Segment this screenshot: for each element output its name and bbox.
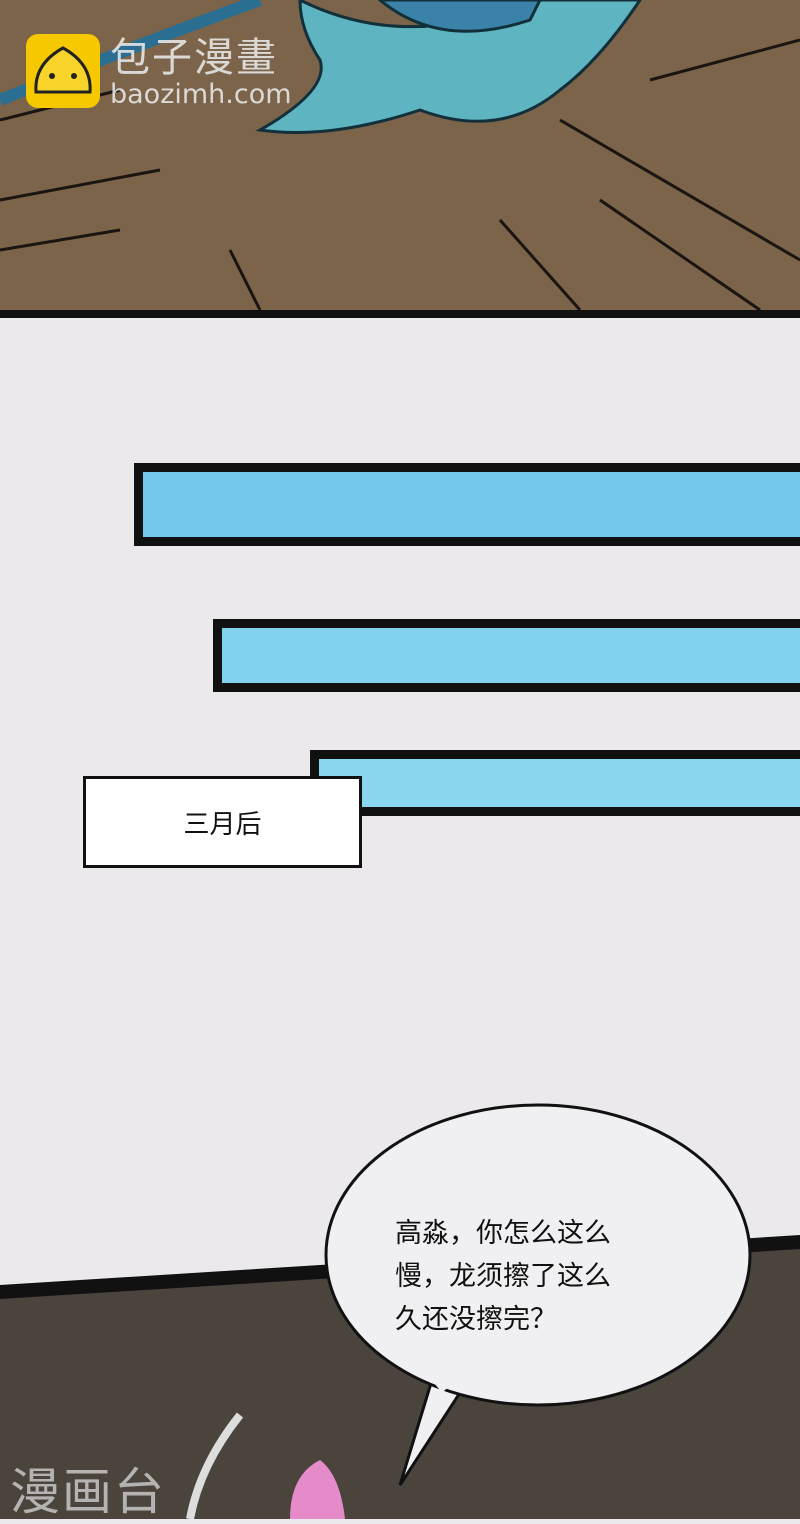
blue-bar-3 (310, 750, 800, 816)
caption-text: 三月后 (183, 809, 262, 840)
speech-text: 高淼，你怎么这么 慢，龙须擦了这么 久还没擦完？ (395, 1212, 695, 1341)
speech-bubble (324, 1103, 752, 1486)
site-name: 包子漫畫 (110, 35, 278, 81)
baozi-logo (26, 34, 100, 108)
blue-bar-2 (213, 619, 800, 692)
manhuatai-watermark: 漫画台 (10, 1463, 166, 1521)
speech-line: 慢，龙须擦了这么 (395, 1261, 611, 1292)
speech-line: 久还没擦完？ (395, 1304, 557, 1335)
site-url: baozimh.com (110, 79, 292, 110)
caption-box: 三月后 (83, 776, 362, 868)
blue-bar-1 (134, 463, 800, 546)
site-watermark: 包子漫畫 baozimh.com (110, 36, 292, 110)
steamed-bun-icon (26, 34, 100, 108)
speech-line: 高淼，你怎么这么 (395, 1218, 611, 1249)
